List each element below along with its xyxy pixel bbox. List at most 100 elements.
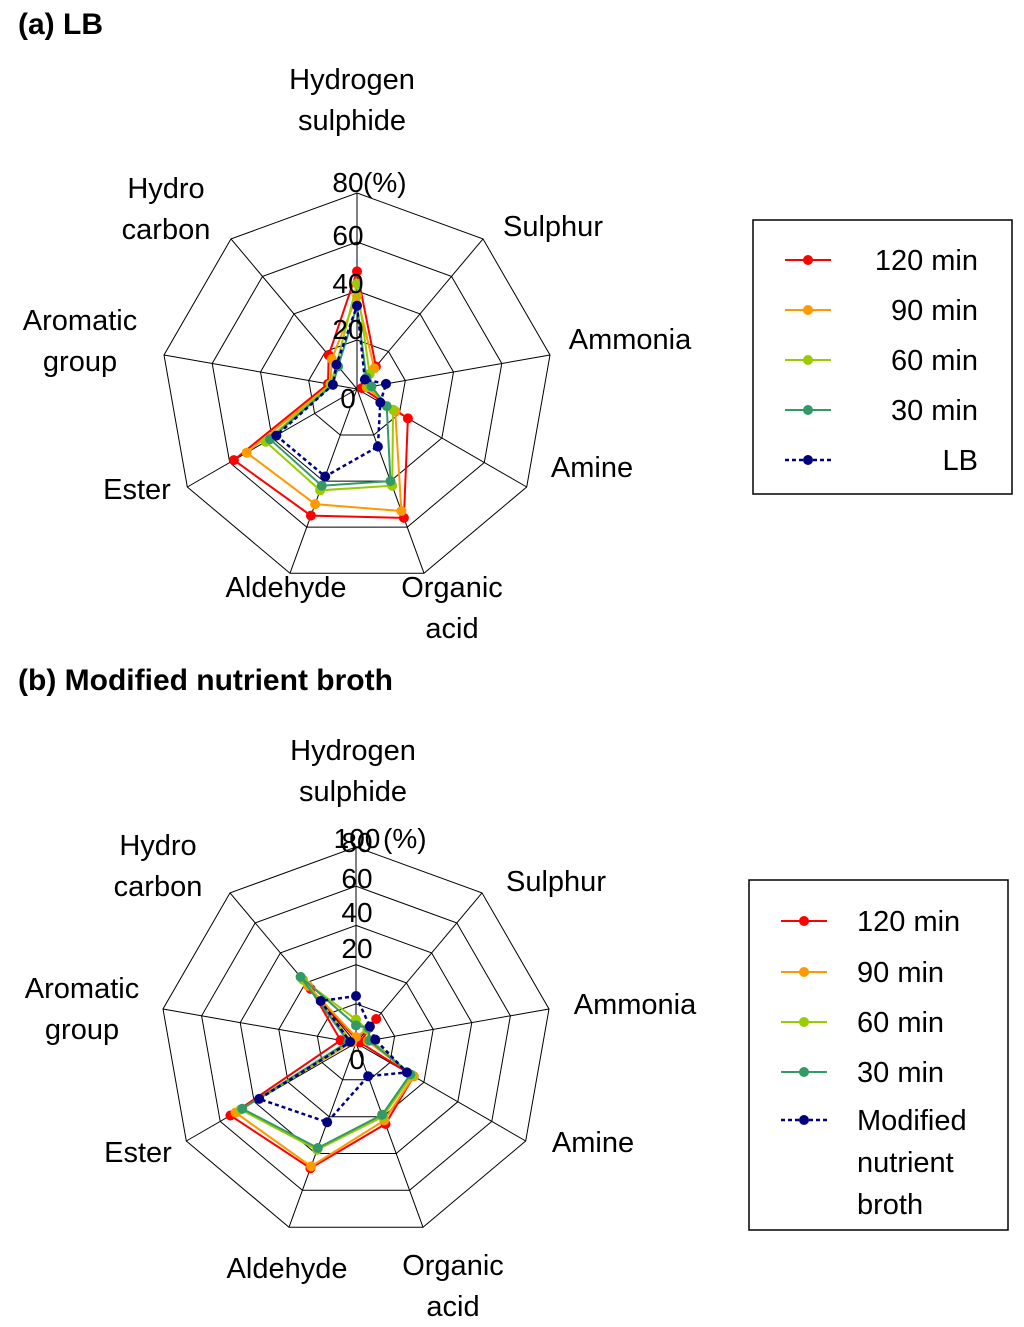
data-point xyxy=(271,430,282,441)
legend-box xyxy=(748,879,1009,1231)
legend-label: broth xyxy=(857,1189,923,1221)
tick-label: 20 xyxy=(332,314,363,345)
tick-label: 20 xyxy=(341,933,372,964)
tick-label: 0 xyxy=(349,1044,365,1075)
legend-marker xyxy=(803,355,813,365)
category-label: Ammonia xyxy=(569,324,692,356)
data-point xyxy=(320,471,331,482)
data-point xyxy=(295,971,306,982)
tick-label: 40 xyxy=(332,268,363,299)
data-point xyxy=(312,1143,323,1153)
tick-label: 80 xyxy=(341,827,372,858)
category-label: Hydro xyxy=(119,830,196,862)
data-point xyxy=(366,381,377,392)
category-label: Sulphur xyxy=(503,211,603,243)
tick-label: 80 xyxy=(332,167,363,198)
spoke xyxy=(288,1042,357,1228)
legend-label: 60 min xyxy=(857,1007,944,1039)
data-point xyxy=(322,1117,333,1128)
category-label: group xyxy=(43,346,117,378)
data-point xyxy=(254,1093,265,1104)
data-point xyxy=(327,379,338,390)
tick-label: 60 xyxy=(332,220,363,251)
grid-ring xyxy=(259,290,455,482)
unit-label: (%) xyxy=(383,823,427,854)
data-point xyxy=(237,1103,248,1114)
data-point xyxy=(377,1109,388,1120)
legend-label: LB xyxy=(943,445,978,477)
data-point xyxy=(315,996,326,1006)
legend-label: 30 min xyxy=(891,395,978,427)
data-point xyxy=(241,447,252,458)
legend-label: 120 min xyxy=(857,906,960,938)
legend-marker xyxy=(799,1115,809,1125)
spoke xyxy=(229,892,357,1044)
category-label: Aldehyde xyxy=(226,572,347,604)
category-label: Amine xyxy=(552,1127,634,1159)
category-label: Organic xyxy=(401,572,503,604)
grid-ring xyxy=(211,241,503,528)
grid-ring xyxy=(308,339,406,436)
data-point xyxy=(228,455,239,466)
category-label: group xyxy=(45,1014,119,1046)
category-label: Ester xyxy=(103,474,171,506)
category-label: Hydro xyxy=(127,173,204,205)
spoke xyxy=(355,1008,550,1044)
category-label: carbon xyxy=(114,871,203,903)
category-label: Ester xyxy=(104,1137,172,1169)
data-point xyxy=(352,266,362,277)
data-point xyxy=(372,441,383,452)
legend-marker xyxy=(803,255,813,265)
data-point xyxy=(310,499,321,510)
spoke xyxy=(355,1042,526,1142)
data-point xyxy=(396,506,407,516)
category-label: Aldehyde xyxy=(227,1253,348,1285)
category-label: Sulphur xyxy=(506,866,606,898)
tick-label: 100 xyxy=(334,823,381,854)
legend-label: 90 min xyxy=(857,957,944,989)
unit-label: (%) xyxy=(363,167,407,198)
legend-label: Modified xyxy=(857,1105,967,1137)
data-point xyxy=(316,480,327,491)
category-label: Ammonia xyxy=(574,989,697,1021)
spoke xyxy=(162,1008,357,1044)
legend-marker xyxy=(799,916,809,926)
tick-label: 40 xyxy=(341,897,372,928)
chart-title: (a) LB xyxy=(18,8,103,41)
category-label: sulphide xyxy=(298,105,406,137)
series-line xyxy=(256,994,410,1124)
radar-chart-1: (b) Modified nutrient broth020406080100(… xyxy=(18,664,1009,1323)
legend-label: 90 min xyxy=(891,295,978,327)
grid-ring xyxy=(239,924,473,1154)
category-label: Hydrogen xyxy=(289,64,415,96)
data-point xyxy=(345,1037,356,1047)
category-label: sulphide xyxy=(299,776,407,808)
legend-label: 60 min xyxy=(891,345,978,377)
grid-ring xyxy=(278,964,434,1118)
legend-label: nutrient xyxy=(857,1147,954,1179)
data-point xyxy=(306,1161,317,1172)
legend-marker xyxy=(803,455,813,465)
data-point xyxy=(375,397,386,408)
category-label: Aromatic xyxy=(25,973,139,1005)
series-line xyxy=(274,305,388,479)
data-point xyxy=(351,991,361,1001)
series-line xyxy=(240,976,412,1150)
grid-ring xyxy=(162,846,550,1228)
legend-label: 120 min xyxy=(875,245,978,277)
category-label: Aromatic xyxy=(23,305,137,337)
data-point xyxy=(359,374,370,385)
grid-ring xyxy=(316,1003,396,1081)
legend-label: 30 min xyxy=(857,1057,944,1089)
category-label: Amine xyxy=(551,452,633,484)
legend-marker xyxy=(803,405,813,415)
legend-marker xyxy=(799,967,809,977)
data-point xyxy=(370,1034,381,1045)
data-point xyxy=(402,413,413,424)
data-point xyxy=(331,359,342,370)
data-point xyxy=(305,510,316,521)
data-point xyxy=(371,1014,382,1024)
